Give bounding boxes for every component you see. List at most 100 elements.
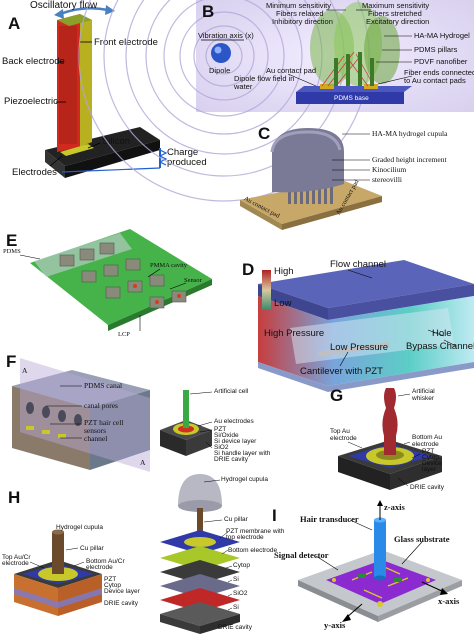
panel-label-e: E	[6, 231, 18, 250]
hole-label: Hole	[432, 328, 452, 339]
inset-drie-label: DRIE cavity	[214, 456, 248, 463]
panel-label-d: D	[242, 260, 255, 279]
panel-f-figure	[12, 358, 213, 472]
x-axis-label: x-axis	[438, 596, 460, 606]
panel-e-figure	[19, 229, 212, 331]
max-sensitivity-label: Maximum sensitivity	[362, 1, 430, 10]
panel-label-h: H	[8, 488, 21, 507]
flow-field-label-1: Dipole flow field in	[234, 74, 295, 83]
h-si2-label: Si	[233, 604, 239, 611]
panel-label-f: F	[6, 352, 17, 371]
h-top-electrode-label-2: electrode	[2, 560, 29, 567]
h-bottom-au-label-2: electrode	[86, 564, 113, 571]
panel-label-c: C	[258, 124, 271, 143]
low-pressure-label: Low Pressure	[330, 342, 389, 353]
panel-label-b: B	[202, 2, 215, 21]
signal-detector-label: Signal detector	[274, 550, 329, 560]
kinocilium-label: Kinocilium	[372, 165, 407, 174]
panel-i-figure	[298, 500, 462, 622]
h-left-hydrogel-label: Hydrogel cupula	[56, 524, 103, 531]
flow-field-label-2: water	[234, 82, 253, 91]
panel-a-figure	[45, 5, 168, 178]
pzt-sensor-label-1: PZT hair cell	[84, 418, 124, 427]
section-a-top: A	[22, 366, 28, 375]
inset-sioxide-label: Si/Oxide	[214, 432, 239, 439]
whisker-label-2: whisker	[412, 395, 435, 402]
panel-h-figure	[14, 474, 240, 634]
h-left-device-label: Device layer	[104, 588, 140, 595]
au-pad-label: Au contact pad	[266, 66, 317, 75]
inset-sio2-label: SiO2	[214, 444, 229, 451]
section-a-bottom: A	[140, 458, 146, 467]
panel-label-i: I	[272, 506, 277, 525]
fiber-ends-label-2: to Au contact pads	[404, 76, 466, 85]
panel-g-figure	[338, 388, 442, 490]
panel-c-figure	[240, 128, 382, 230]
charge-produced-label: Charge produced	[167, 147, 207, 168]
panel-label-g: G	[330, 386, 344, 405]
front-electrode-label: Front electrode	[94, 37, 158, 48]
fibers-stretched-label: Fibers stretched	[368, 9, 422, 18]
panel-a: A Oscillatory flow Front electrode Back …	[0, 0, 210, 200]
pzt-sensor-label-2: sensors	[84, 426, 107, 435]
piezoelectric-label: Piezoelectric	[4, 96, 58, 107]
graded-label: Graded height increment	[372, 155, 447, 164]
pdms-base-label: PDMS base	[334, 95, 369, 102]
panel-e: E PDMS PMMA cavity Sensor LCP	[0, 225, 215, 350]
h-bottom-electrode-label: Bottom electrode	[228, 547, 278, 554]
flow-channel-label: Flow channel	[330, 259, 386, 270]
lcp-label: LCP	[118, 331, 130, 338]
h-bottom-au-label-1: Bottom Au/Cr	[86, 558, 125, 565]
g-drie-label: DRIE cavity	[410, 484, 444, 491]
vibration-axis-label: Vibration axis (x)	[198, 31, 254, 40]
cantilever-label: Cantilever with PZT	[300, 366, 383, 377]
inset-handle-label: Si handle layer with	[214, 450, 271, 457]
h-pzt-membrane-label-1: PZT membrane with	[226, 528, 285, 535]
y-axis-label: y-axis	[324, 620, 346, 630]
dipole-label: Dipole	[209, 66, 231, 75]
top-au-label-1: Top Au	[330, 428, 350, 435]
h-cytop-label: Cytop	[233, 562, 250, 569]
g-device-label: Device	[422, 460, 442, 467]
inset-device-label: Si device layer	[214, 438, 257, 445]
z-axis-label: z-axis	[384, 502, 405, 512]
excitatory-label: Excitatory direction	[366, 17, 430, 26]
pdms-label: PDMS	[3, 248, 21, 255]
glass-substrate-label: Glass substrate	[394, 534, 450, 544]
fiber-ends-label-1: Fiber ends connected	[404, 68, 474, 77]
h-left-drie-label: DRIE cavity	[104, 600, 138, 607]
panel-f: F PDMS canal canal pores PZT hair cell s…	[0, 350, 300, 476]
pmma-label: PMMA cavity	[150, 262, 188, 269]
whisker-label-1: Artificial	[412, 388, 435, 395]
artificial-cell-label: Artificial cell	[214, 388, 249, 395]
h-si-label: Si	[233, 576, 239, 583]
sensor-label: Sensor	[184, 277, 202, 284]
high-pressure-label: High Pressure	[264, 328, 325, 339]
hair-transducer-label: Hair transducer	[300, 514, 359, 524]
h-left-pzt-label: PZT	[104, 576, 117, 583]
panel-i: I z-axis Hair transducer Glass substrate…	[272, 500, 474, 634]
pdms-canal-label: PDMS canal	[84, 381, 123, 390]
flow-label: Oscillatory flow	[30, 0, 98, 11]
h-drie-right-label: DRIE cavity	[218, 624, 252, 631]
silicon-label: Silicon	[102, 136, 130, 147]
min-sensitivity-label: Minimum sensitivity	[266, 1, 332, 10]
g-pzt-label: PZT	[422, 448, 435, 455]
scale-high-label: High	[274, 266, 294, 277]
g-cytop-label: Cytop	[422, 454, 439, 461]
fibers-relaxed-label: Fibers relaxed	[276, 9, 324, 18]
panel-d: D High Low Flow channel Hole Bypass Chan…	[242, 250, 474, 400]
h-cupillar-label: Cu pillar	[224, 516, 248, 523]
back-electrode-label: Back electrode	[2, 56, 65, 67]
h-top-electrode-label-1: Top Au/Cr	[2, 554, 31, 561]
bottom-au-label-2: electrode	[412, 441, 439, 448]
panel-b: B Minimum sensitivity Fibers relaxed Inh…	[78, 0, 474, 202]
inset-pzt-label: PZT	[214, 426, 227, 433]
panel-h: H Hydrogel cupula Cu pillar PZT membrane…	[0, 470, 284, 634]
channel-label: channel	[84, 434, 108, 443]
panel-b-figure	[78, 0, 474, 202]
stereovilli-label: stereovilli	[372, 175, 402, 184]
h-sio2-label: SiO2	[233, 590, 248, 597]
cupula-label: HA-MA hydrogel cupula	[372, 129, 448, 138]
canal-pores-label: canal pores	[84, 401, 118, 410]
